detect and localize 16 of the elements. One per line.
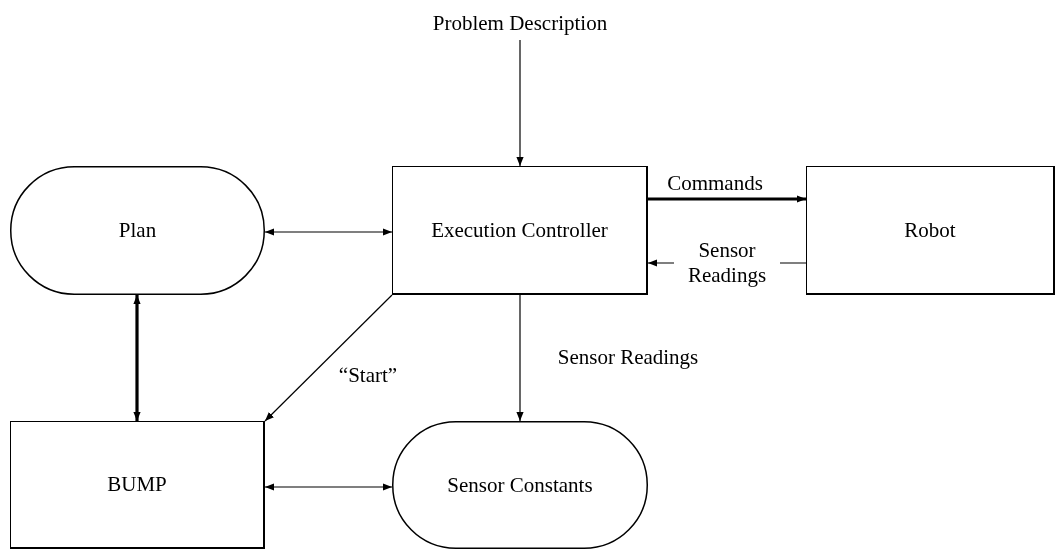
node-label: BUMP: [106, 471, 168, 498]
arrow: [648, 195, 806, 203]
arrow: [264, 294, 393, 422]
process-box: [10, 421, 265, 549]
node-label: Robot: [903, 216, 957, 244]
node-label: Plan: [117, 217, 158, 244]
arrow: [516, 39, 524, 167]
node-label: Problem Description: [431, 9, 609, 37]
process-box: [392, 166, 648, 295]
node-label: Sensor Constants: [446, 471, 594, 499]
arrow: [516, 294, 524, 422]
node-label: Execution Controller: [430, 216, 609, 244]
arrow: [264, 228, 393, 236]
arrow: [264, 483, 393, 491]
process-box: [806, 166, 1055, 295]
arrow: [133, 295, 141, 421]
